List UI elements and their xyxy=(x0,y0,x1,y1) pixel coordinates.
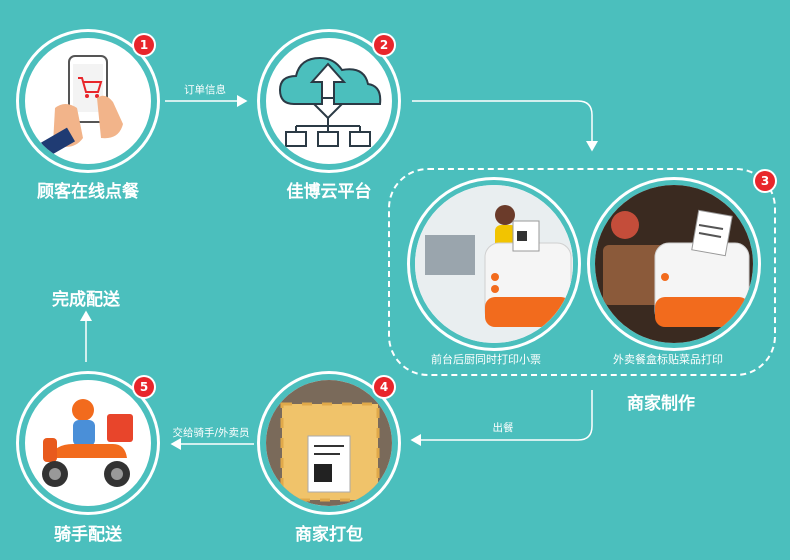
packed-bag-icon xyxy=(266,380,392,506)
step-5-badge: 5 xyxy=(134,377,154,397)
step-2-label: 佳博云平台 xyxy=(286,182,372,202)
step-3-label: 商家制作 xyxy=(627,394,695,414)
step-4-badge: 4 xyxy=(374,377,394,397)
phone-ordering-icon xyxy=(41,55,123,157)
edge-label-hand-to-rider: 交给骑手/外卖员 xyxy=(172,427,250,439)
takeaway-label-circle xyxy=(590,180,758,348)
edge-2-3 xyxy=(412,100,598,152)
production-dashed-box xyxy=(388,168,776,376)
step-1-badge: 1 xyxy=(134,35,154,55)
step-2-badge: 2 xyxy=(374,35,394,55)
step-5-label: 骑手配送 xyxy=(54,525,122,545)
kitchen-receipt-caption: 前台后厨同时打印小票 xyxy=(431,353,541,366)
takeaway-label-caption: 外卖餐盒标贴菜品打印 xyxy=(613,353,723,366)
step-2-circle xyxy=(260,32,398,170)
edge-3-4 xyxy=(410,390,593,446)
edge-label-meal-out: 出餐 xyxy=(492,422,514,434)
step-4-circle xyxy=(260,374,398,512)
step-5-circle xyxy=(19,374,157,512)
delivery-scooter-icon xyxy=(42,399,133,487)
step-4-label: 商家打包 xyxy=(295,525,363,545)
label-printer-icon xyxy=(595,185,753,343)
kitchen-printer-circle xyxy=(410,180,578,348)
step-1-circle xyxy=(19,32,157,170)
step-3-badge: 3 xyxy=(755,171,775,191)
step-1-label: 顾客在线点餐 xyxy=(37,182,139,202)
cloud-upload-icon xyxy=(278,56,382,147)
receipt-printer-icon xyxy=(415,185,573,343)
edge-label-order-info: 订单信息 xyxy=(184,84,226,96)
delivery-complete-label: 完成配送 xyxy=(52,290,120,310)
